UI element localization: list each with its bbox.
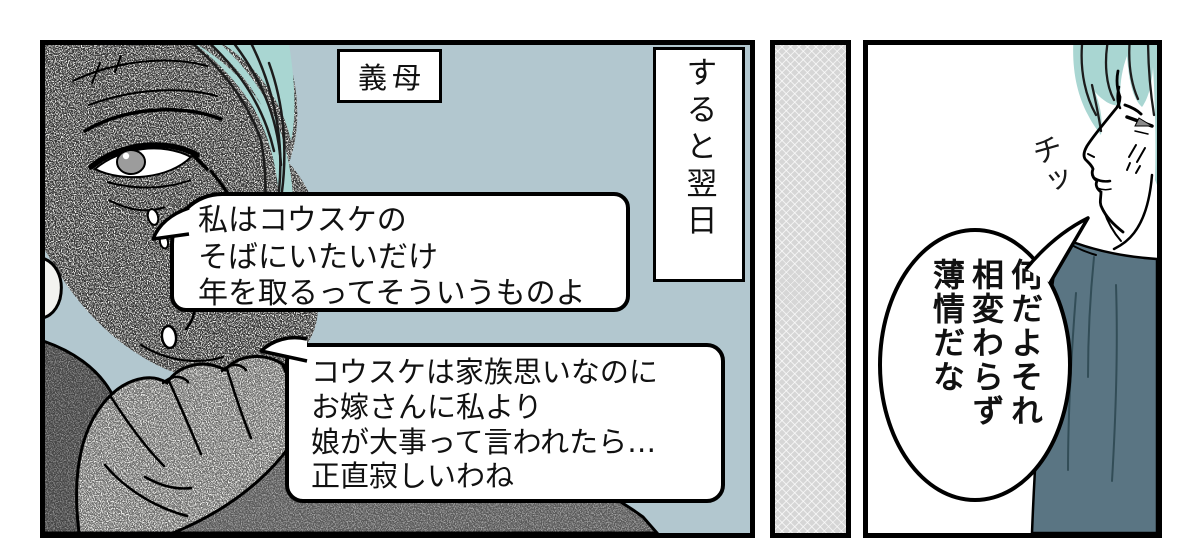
bubble-line: 娘が大事って言われたら…: [311, 424, 657, 459]
narration-box: すると翌日: [653, 47, 745, 282]
character-label: 義母: [357, 61, 426, 95]
bubble-line: 薄情だな: [927, 258, 966, 394]
bubble-tail: [259, 335, 308, 363]
bubble-line: 相変わらず: [966, 258, 1005, 428]
narration-text: すると翌日: [680, 56, 717, 241]
bubble-tail: [151, 206, 190, 241]
bubble-vertical-text: 何だよそれ 相変わらず 薄情だな: [927, 258, 1044, 476]
character-label-box: 義母: [337, 49, 442, 103]
bubble-line: 何だよそれ: [1006, 258, 1044, 428]
transition-strip: [770, 40, 851, 538]
speech-bubble-2: コウスケは家族思いなのに お嫁さんに私より 娘が大事って言われたら… 正直寂しい…: [285, 343, 725, 503]
bubble-line: 正直寂しいわね: [311, 459, 515, 494]
panel-son: チッ 何だよそれ 相変わらず 薄情だな: [863, 40, 1162, 538]
bubble-line: そばにいたいだけ: [198, 239, 438, 275]
bubble-line: 私はコウスケの: [198, 203, 407, 238]
speech-bubble-1: 私はコウスケの そばにいたいだけ 年を取るってそういうものよ: [170, 192, 630, 312]
bubble-line: 年を取るってそういうものよ: [198, 276, 586, 312]
panel-mother-in-law: 義母 すると翌日 私はコウスケの そばにいたいだけ 年を取るってそういうものよ …: [40, 40, 755, 538]
bubble-tail: [1024, 216, 1090, 284]
bubble-line: お嫁さんに私より: [311, 389, 543, 424]
bubble-line: コウスケは家族思いなのに: [311, 355, 658, 389]
